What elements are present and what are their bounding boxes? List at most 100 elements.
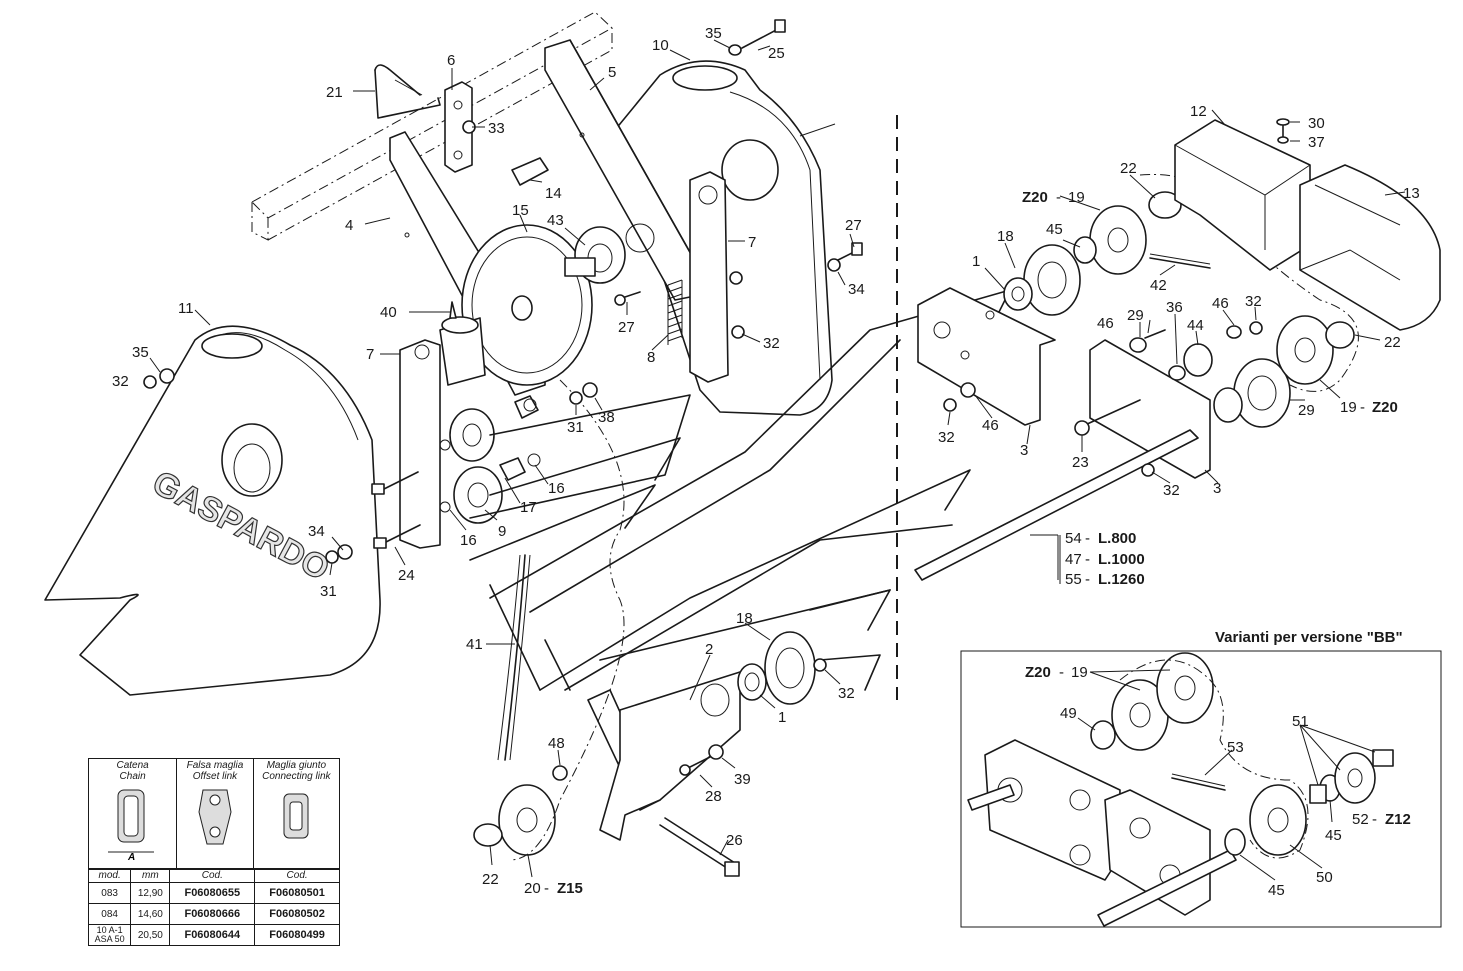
variant-gearbox (967, 739, 1237, 927)
label-38: 38 (598, 409, 615, 426)
label-14: 14 (545, 185, 562, 202)
label-22-right: 22 (1384, 334, 1401, 351)
label-28: 28 (705, 788, 722, 805)
table-row: 10 A-1 ASA 50 20,50 F06080644 F06080499 (87, 924, 340, 946)
bolts-24 (371, 471, 421, 549)
washer-45-upper (1073, 236, 1097, 264)
label-19-variant-sep: - (1059, 664, 1064, 681)
label-18-upper: 18 (997, 228, 1014, 245)
label-4: 4 (345, 217, 353, 234)
bolt-27 (827, 242, 863, 272)
header-chain: Catena Chain A (87, 758, 178, 870)
leader-lines (149, 39, 1406, 881)
subheader-mm: mm (130, 868, 171, 883)
label-21: 21 (326, 84, 343, 101)
variant-sprocket-50 (1249, 784, 1307, 856)
label-7-right: 7 (748, 234, 756, 251)
label-42: 42 (1150, 277, 1167, 294)
coupler-22-right (1325, 321, 1355, 349)
chain-path-lower (509, 379, 625, 861)
label-46-a: 46 (1097, 315, 1114, 332)
label-32-mid: 32 (763, 335, 780, 352)
coupler-22-lower (473, 823, 503, 847)
label-z15: Z15 (557, 880, 583, 897)
label-45-upper: 45 (1046, 221, 1063, 238)
cover-12 (1174, 119, 1311, 271)
label-54: 54 (1065, 530, 1082, 547)
chain-41 (497, 554, 531, 761)
u-bolt-21 (374, 64, 441, 119)
label-34-top: 34 (848, 281, 865, 298)
label-22-lower: 22 (482, 871, 499, 888)
cell-mm: 12,90 (130, 882, 171, 904)
label-19-top: 19 (1068, 189, 1085, 206)
table-row: 084 14,60 F06080666 F06080502 (87, 903, 340, 925)
label-12: 12 (1190, 103, 1207, 120)
label-44: 44 (1187, 317, 1204, 334)
cell-offset-code: F06080666 (169, 903, 256, 925)
label-16-left: 16 (460, 532, 477, 549)
label-3-a: 3 (1020, 442, 1028, 459)
label-2: 2 (705, 641, 713, 658)
cell-mod-line1: 10 A-1 (96, 925, 123, 935)
spacer-44 (1183, 343, 1213, 377)
svg-text:A: A (127, 852, 135, 862)
label-11: 11 (178, 300, 194, 317)
connecting-link-icon (283, 793, 309, 839)
label-10: 10 (652, 37, 669, 54)
cell-mod-line2: ASA 50 (94, 934, 125, 944)
label-32-lower: 32 (838, 685, 855, 702)
label-40: 40 (380, 304, 397, 321)
label-32-left: 32 (112, 373, 129, 390)
header-offset-it: Falsa maglia (186, 760, 244, 771)
label-15: 15 (512, 202, 529, 219)
bearing-lower (737, 631, 816, 705)
label-16-right: 16 (548, 480, 565, 497)
hub-43 (564, 226, 626, 284)
variant-title: Varianti per versione "BB" (1215, 629, 1403, 646)
cell-mm: 20,50 (130, 924, 171, 946)
label-19-right-sep: - (1360, 399, 1365, 416)
plate-6 (444, 81, 473, 173)
label-34-left: 34 (308, 523, 325, 540)
label-47-sep: - (1085, 551, 1090, 568)
label-6: 6 (447, 52, 455, 69)
label-24: 24 (398, 567, 415, 584)
variant-couplers-51 (1309, 749, 1394, 804)
bolt-26 (659, 817, 740, 877)
spacer-14 (511, 157, 549, 186)
label-13: 13 (1403, 185, 1420, 202)
cell-mm: 14,60 (130, 903, 171, 925)
offset-link-icon (198, 789, 232, 845)
label-52-sep: - (1372, 811, 1377, 828)
label-19-variant: 19 (1071, 664, 1088, 681)
roller-9-top (449, 408, 495, 462)
label-45-variant-b: 45 (1268, 882, 1285, 899)
frame-tube (251, 11, 613, 241)
cover-13 (1299, 164, 1441, 331)
tensioner-body (439, 316, 486, 386)
bushing-17 (499, 395, 539, 481)
cell-offset-code: F06080655 (169, 882, 256, 904)
label-29-a: 29 (1127, 307, 1144, 324)
cell-mod: 083 (87, 882, 132, 904)
chain-link-icon: A (107, 789, 154, 863)
label-20-sep: - (544, 880, 549, 897)
bearing-upper (1003, 244, 1081, 316)
label-29-b: 29 (1298, 402, 1315, 419)
subheader-mod: mod. (87, 868, 132, 883)
label-41: 41 (466, 636, 483, 653)
label-52: 52 (1352, 811, 1369, 828)
variant-sprocket-52 (1334, 752, 1376, 804)
bar-7-left (399, 339, 441, 549)
label-53: 53 (1227, 739, 1244, 756)
label-35-top: 35 (705, 25, 722, 42)
label-19-top-sep: - (1056, 189, 1061, 206)
label-30: 30 (1308, 115, 1325, 132)
cell-mod: 084 (87, 903, 132, 925)
label-l1000: L.1000 (1098, 551, 1145, 568)
label-51: 51 (1292, 713, 1309, 730)
label-36: 36 (1166, 299, 1183, 316)
label-z20-variant: Z20 (1025, 664, 1051, 681)
label-50: 50 (1316, 869, 1333, 886)
